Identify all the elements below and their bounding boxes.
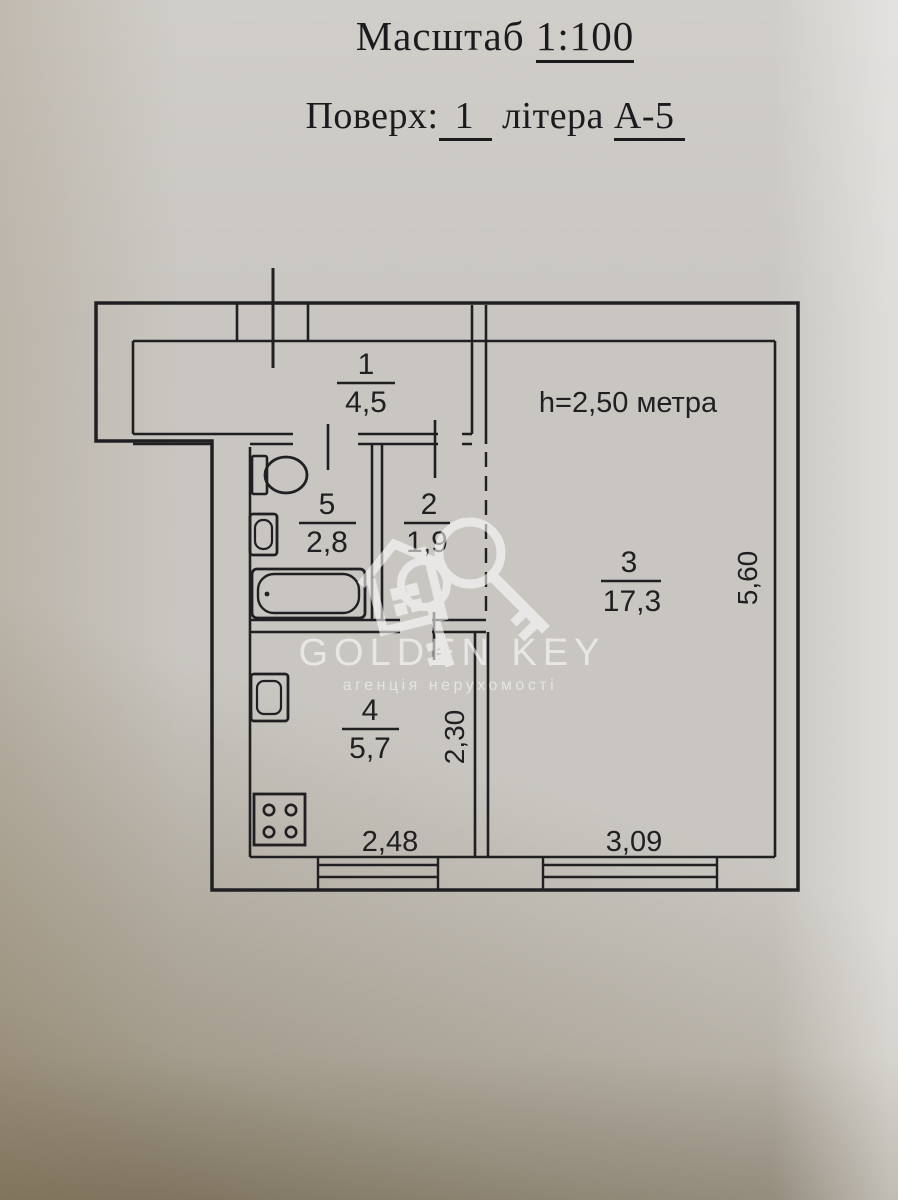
- room-3-number: 3: [621, 546, 638, 579]
- building-letter: А-5: [613, 95, 685, 141]
- fixtures: [248, 454, 367, 847]
- entrance-door-jambs: [235, 303, 310, 341]
- room-labels: 1 4,5 5 2,8 2 1,9 3 17,3 4 5,7: [299, 348, 661, 765]
- watermark-brand: GOLDEN KEY: [298, 632, 605, 674]
- dim-kitchen-width: 2,48: [362, 826, 418, 858]
- room-2-number: 2: [421, 488, 438, 521]
- stove-icon: [252, 792, 307, 847]
- room-3-area: 17,3: [603, 585, 661, 618]
- dimension-labels: h=2,50 метра 2,48 3,09 5,60 2,30: [362, 387, 763, 858]
- room-1-number: 1: [358, 348, 375, 381]
- dim-living-height: 5,60: [732, 551, 763, 606]
- scale-title-prefix: Масштаб: [355, 13, 536, 59]
- room-4-number: 4: [362, 694, 379, 727]
- room-4-area: 5,7: [349, 732, 391, 765]
- door-marks: [235, 268, 437, 660]
- floor-subtitle: Поверх:1 літера А-5: [46, 94, 898, 141]
- bathtub-icon: [250, 567, 367, 620]
- scale-value: 1:100: [535, 13, 635, 63]
- kitchen-sink-icon: [249, 672, 290, 723]
- floor-label: Поверх:: [305, 95, 439, 137]
- room-5-area: 2,8: [306, 526, 348, 559]
- floor-number: 1: [438, 95, 493, 141]
- outer-wall: [94, 301, 800, 892]
- watermark-tagline: агенція нерухомості: [343, 677, 557, 694]
- dim-living-width: 3,09: [606, 826, 662, 858]
- toilet-icon: [250, 454, 309, 496]
- dim-kitchen-depth: 2,30: [439, 710, 470, 765]
- bathroom-sink-icon: [248, 512, 279, 557]
- watermark-logo-icon: [357, 517, 550, 668]
- walls: [94, 301, 800, 892]
- letter-label: літера: [502, 95, 604, 137]
- windows: [316, 857, 719, 890]
- ceiling-height-note: h=2,50 метра: [539, 387, 718, 419]
- scale-title: Масштаб 1:100: [46, 12, 898, 63]
- living-window: [541, 857, 719, 890]
- kitchen-window: [316, 857, 440, 890]
- room-5-number: 5: [319, 488, 336, 521]
- watermark: GOLDEN KEY агенція нерухомості: [298, 517, 605, 694]
- kitchen-living-wall: [473, 632, 490, 857]
- room-1-area: 4,5: [345, 386, 387, 419]
